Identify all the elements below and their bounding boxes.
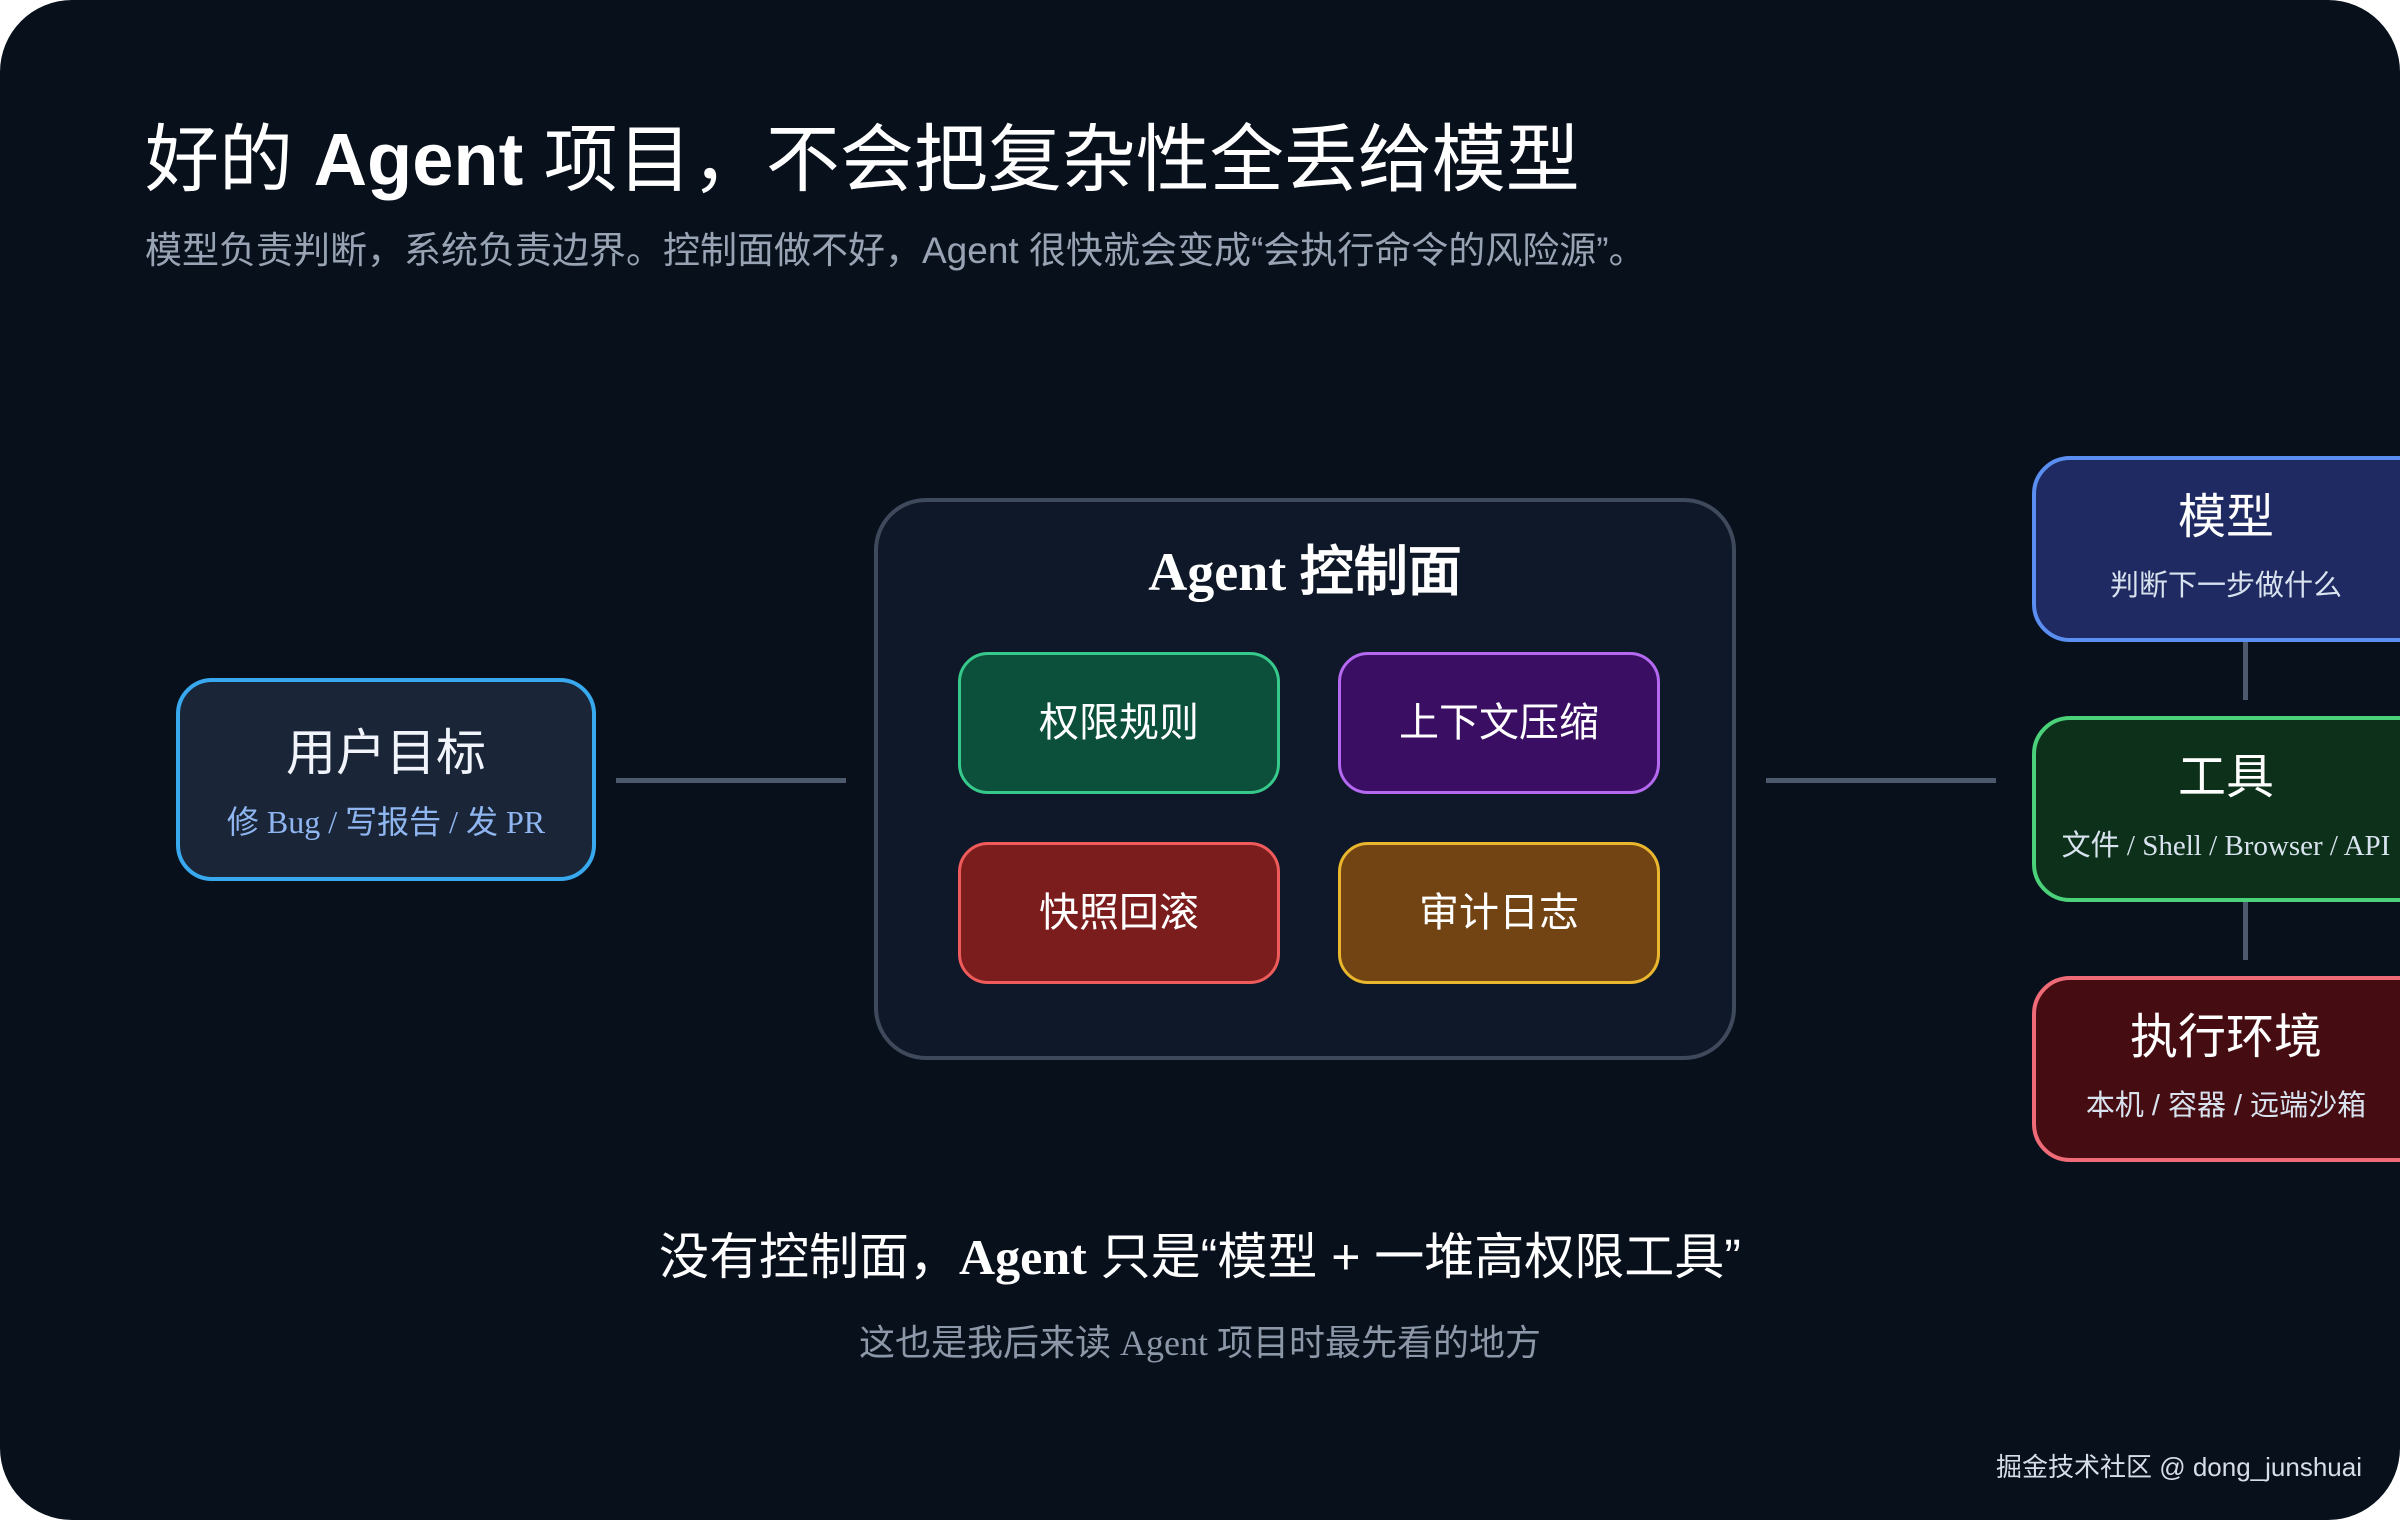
- model-node-subtitle: 判断下一步做什么: [2109, 570, 2342, 602]
- user-goal-node: 用户目标 修 Bug / 写报告 / 发 PR: [176, 678, 596, 881]
- conclusion-part-1: 没有控制面，: [659, 1229, 960, 1285]
- execution-environment-title: 执行环境: [2129, 1011, 2322, 1064]
- tools-node: 工具 文件 / Shell / Browser / API: [2032, 716, 2400, 902]
- conclusion-subtext: 这也是我后来读 Agent 项目时最先看的地方: [859, 1323, 1541, 1363]
- execution-environment-subtitle: 本机 / 容器 / 远端沙箱: [2085, 1090, 2367, 1122]
- title-agent: Agent: [313, 118, 524, 201]
- title-part-2: 项目，不会把复杂性全丢给模型: [523, 118, 1580, 201]
- execution-environment-node: 执行环境 本机 / 容器 / 远端沙箱: [2032, 976, 2400, 1162]
- model-to-tools-connector: [2243, 640, 2248, 700]
- audit-log-module: 审计日志: [1338, 842, 1660, 984]
- agent-control-plane: Agent 控制面 权限规则 上下文压缩 快照回滚 审计日志: [874, 498, 1736, 1060]
- page-title: 好的 Agent 项目，不会把复杂性全丢给模型: [145, 112, 1580, 208]
- control-to-execution-connector: [1766, 778, 1996, 783]
- context-compression-module: 上下文压缩: [1338, 652, 1660, 794]
- conclusion-part-2: 只是“模型 + 一堆高权限工具”: [1086, 1229, 1741, 1285]
- model-node-title: 模型: [2177, 491, 2274, 544]
- tools-node-subtitle: 文件 / Shell / Browser / API: [2061, 830, 2391, 862]
- conclusion-text: 没有控制面，Agent 只是“模型 + 一堆高权限工具”: [0, 1224, 2400, 1290]
- conclusion-agent: Agent: [959, 1229, 1087, 1285]
- page-subtitle: 模型负责判断，系统负责边界。控制面做不好，Agent 很快就会变成“会执行命令的…: [145, 230, 1646, 271]
- tools-to-environment-connector: [2243, 900, 2248, 960]
- control-plane-title: Agent 控制面: [1148, 542, 1462, 602]
- watermark: 掘金技术社区 @ dong_junshuai: [1996, 1452, 2362, 1482]
- user-goal-subtitle: 修 Bug / 写报告 / 发 PR: [226, 804, 546, 840]
- snapshot-rollback-module: 快照回滚: [958, 842, 1280, 984]
- tools-node-title: 工具: [2177, 751, 2274, 804]
- goal-to-control-connector: [616, 778, 846, 783]
- user-goal-title: 用户目标: [286, 725, 486, 781]
- model-node: 模型 判断下一步做什么: [2032, 456, 2400, 642]
- permission-rules-module: 权限规则: [958, 652, 1280, 794]
- title-part-1: 好的: [145, 118, 314, 201]
